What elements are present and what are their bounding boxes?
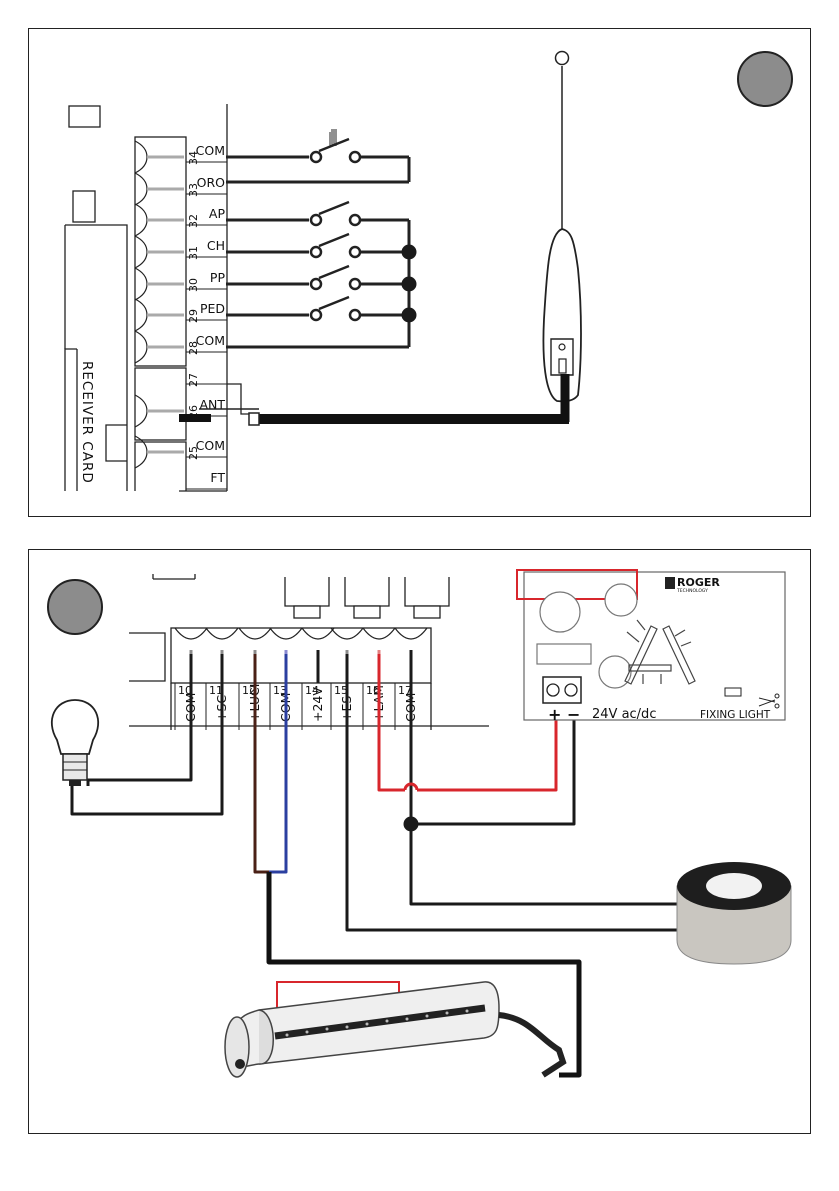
receiver-card-outline — [65, 225, 127, 491]
antenna-cable — [179, 384, 569, 425]
section-badge-top — [738, 52, 792, 106]
terminal-label: ORO — [197, 175, 226, 190]
terminal-label: COM — [196, 143, 225, 158]
switch — [311, 266, 360, 289]
switch — [311, 202, 360, 225]
connector-tab — [106, 425, 127, 461]
led-light-bar — [225, 982, 563, 1077]
switch — [311, 234, 360, 257]
terminal-number: 31 — [187, 246, 200, 260]
terminal-label: CH — [207, 238, 225, 253]
electromagnet — [677, 862, 791, 964]
board-outline — [153, 574, 195, 579]
section-badge-bottom — [48, 580, 102, 634]
switch — [311, 297, 360, 320]
terminal-block-middle — [135, 368, 186, 440]
terminal-number: 29 — [187, 309, 200, 323]
terminal-label: PED — [200, 301, 225, 316]
terminal-label: COM — [196, 333, 225, 348]
terminal-number: 32 — [187, 214, 200, 228]
terminal-label: +24V — [310, 687, 325, 722]
lamp-card: ROGER TECHNOLOGY + − 24V ac/dc FIXING LI… — [517, 570, 785, 724]
board-outline — [129, 633, 165, 681]
board-component — [69, 106, 100, 127]
brand-label: ROGER — [677, 576, 720, 589]
light-bulb — [52, 700, 98, 786]
receiver-card-label: RECEIVER CARD — [79, 361, 95, 484]
terminal-label: AP — [209, 206, 226, 221]
voltage-label: 24V ac/dc — [592, 707, 656, 722]
terminal-27: 27 — [186, 373, 227, 387]
plus-sign: + — [548, 705, 561, 724]
minus-sign: − — [567, 705, 580, 724]
brand-sub-label: TECHNOLOGY — [676, 588, 708, 594]
antenna — [543, 52, 581, 423]
junction-dots — [402, 245, 417, 323]
terminal-ft: FT — [186, 470, 227, 489]
terminal-label: PP — [210, 270, 226, 285]
terminal-number: 27 — [187, 373, 200, 387]
terminal-number: 30 — [187, 278, 200, 292]
junction-dot — [404, 817, 419, 832]
terminal-label: COM — [196, 438, 225, 453]
terminal-block — [171, 628, 431, 683]
terminal-label: FT — [210, 470, 225, 485]
fixing-light-label: FIXING LIGHT — [700, 709, 771, 721]
board-component — [73, 191, 95, 222]
terminal-block-lower — [135, 442, 186, 491]
relays — [285, 577, 449, 618]
